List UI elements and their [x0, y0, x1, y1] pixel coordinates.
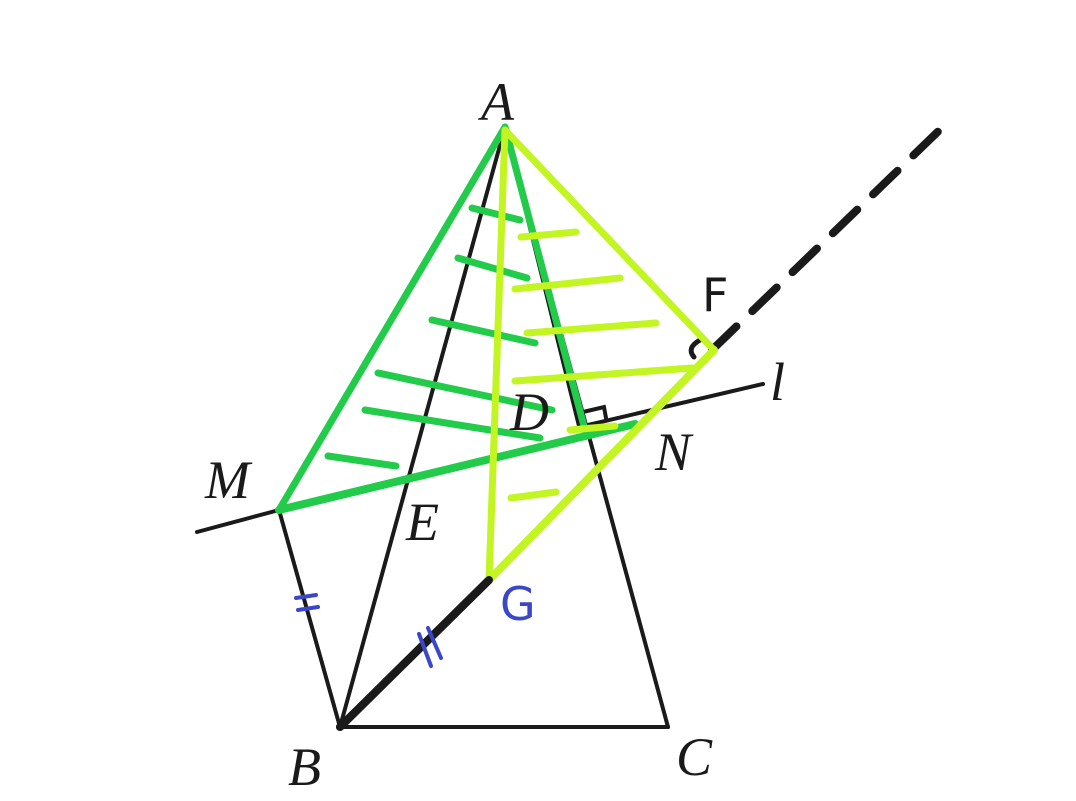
yellow-edge-gf: [485, 346, 718, 584]
green-hatch-6: [324, 452, 400, 470]
yellow-hatch-4: [511, 364, 696, 385]
equal-length-ticks: [294, 593, 443, 668]
tick-bm-1: [294, 593, 318, 600]
line-l-left: [195, 508, 281, 534]
green-hatch-1: [468, 204, 524, 224]
green-edge-am: [275, 123, 509, 514]
tick-bg-2: [426, 626, 443, 660]
label-d: D: [509, 382, 549, 442]
label-b: B: [288, 737, 321, 797]
yellow-hatch-6: [507, 488, 560, 502]
tick-bg-1: [417, 632, 433, 668]
yellow-triangle: [485, 126, 718, 584]
green-triangle: [275, 123, 639, 514]
label-e: E: [405, 492, 439, 552]
label-line-l: l: [770, 352, 785, 412]
right-angle-marker-f: [688, 337, 703, 360]
right-angle-marker-d: [581, 404, 608, 420]
yellow-hatch-3: [523, 319, 660, 337]
line-l-right: [586, 382, 765, 427]
green-hatch-5: [361, 406, 544, 442]
label-c: C: [676, 727, 713, 787]
yellow-hatch-2: [511, 274, 624, 293]
yellow-hatch-5: [566, 422, 619, 434]
tick-bm-2: [296, 605, 320, 612]
yellow-edge-af: [501, 126, 718, 354]
label-f: F: [702, 268, 728, 322]
green-edge-mn: [275, 420, 639, 514]
green-hatch-2: [454, 254, 531, 282]
edge-bm: [277, 508, 342, 729]
green-hatch-4: [374, 369, 556, 414]
yellow-edge-ag: [485, 126, 509, 584]
label-a: A: [478, 72, 515, 132]
yellow-hatching: [507, 228, 696, 502]
edge-ab: [338, 125, 507, 729]
bold-segment-bg-top: [336, 576, 493, 731]
label-m: M: [204, 450, 253, 510]
label-g: G: [500, 577, 536, 631]
label-n: N: [654, 422, 694, 482]
yellow-hatch-1: [517, 228, 580, 241]
green-hatch-3: [428, 316, 539, 347]
dashed-extension: [708, 116, 954, 354]
green-hatching: [324, 204, 556, 470]
